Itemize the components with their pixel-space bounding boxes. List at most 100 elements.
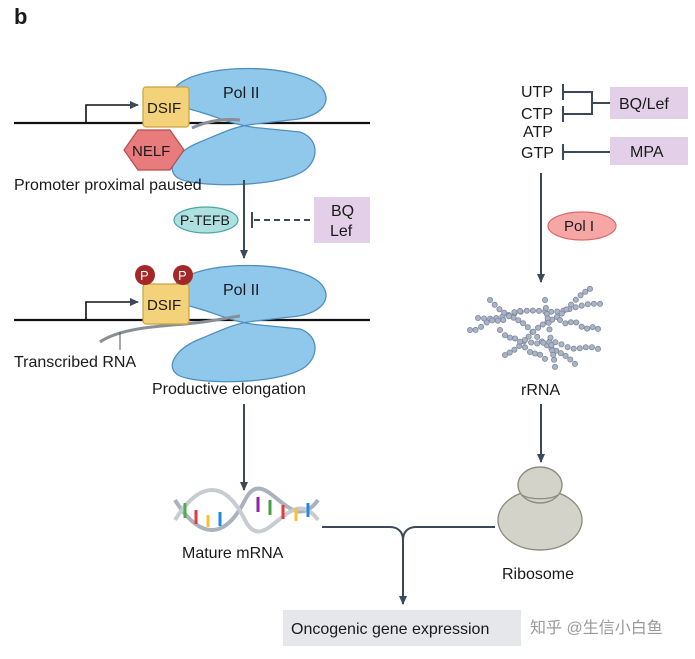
nascent-rna-paused xyxy=(191,118,241,130)
rrna-bead xyxy=(552,339,559,346)
rrna-bead xyxy=(563,306,570,313)
nucleotide-utp: UTP xyxy=(521,84,553,101)
rrna-bead xyxy=(523,307,530,314)
rrna-bead xyxy=(582,344,589,351)
bq-lef-box-right xyxy=(610,87,688,119)
rrna-bead xyxy=(524,324,531,331)
paused-complex: Pol II DSIF NELF xyxy=(14,67,370,186)
rrna-bead xyxy=(525,333,532,340)
phospho-circle-1 xyxy=(135,265,155,285)
mpa-box xyxy=(610,137,688,165)
rrna-bead xyxy=(501,332,508,339)
rrna-bead xyxy=(486,296,493,303)
rrna-bead xyxy=(489,317,496,324)
ribosome-caption: Ribosome xyxy=(502,566,574,583)
bq-lef-left-line2: Lef xyxy=(330,223,353,240)
dsif-elongating-box xyxy=(142,283,190,325)
rrna-bead xyxy=(589,324,596,331)
rrna-bead xyxy=(587,285,594,292)
rrna-bead xyxy=(572,360,579,367)
rrna-bead xyxy=(478,323,485,330)
dsif-paused-label: DSIF xyxy=(147,100,181,117)
rrna-bead xyxy=(517,307,524,314)
rrna-bead xyxy=(528,339,535,346)
rrna-bead xyxy=(572,296,579,303)
rrna-bead xyxy=(573,319,580,326)
rrna-bead xyxy=(595,325,602,332)
rrna-bead xyxy=(522,336,529,343)
bq-bracket xyxy=(563,91,610,115)
elongating-complex: Pol II DSIF P P xyxy=(14,264,370,383)
nucleotide-ctp: CTP xyxy=(521,106,553,123)
rrna-bead xyxy=(572,304,579,311)
rrna-bead xyxy=(505,313,512,320)
rrna-bead xyxy=(590,300,597,307)
panel-label: b xyxy=(14,4,27,29)
watermark: 知乎 @生信小白鱼 xyxy=(530,619,663,637)
rrna-bead xyxy=(501,351,508,358)
pol2-paused-label: Pol II xyxy=(223,85,259,102)
bq-lef-left-line1: BQ xyxy=(331,203,354,220)
rrna-bead xyxy=(567,356,574,363)
rrna-bead xyxy=(568,301,575,308)
rrna-bead xyxy=(577,292,584,299)
rrna-bead xyxy=(535,324,542,331)
tss-arrow xyxy=(85,101,139,123)
rrna-bead xyxy=(570,345,577,352)
converge-from-mrna xyxy=(322,526,404,541)
pol1-label: Pol I xyxy=(564,218,594,235)
ptefb-ellipse xyxy=(173,206,239,234)
pol2-elongating-shape xyxy=(168,264,327,383)
rrna-bead xyxy=(474,314,481,321)
rrna-bead xyxy=(522,344,529,351)
phospho-label-1: P xyxy=(140,268,149,283)
rrna-bead xyxy=(595,345,602,352)
ribosome-shape xyxy=(497,466,583,551)
rrna-bead xyxy=(466,326,473,333)
rrna-structure xyxy=(466,285,604,370)
rrna-bead xyxy=(506,334,513,341)
rrna-bead xyxy=(542,296,549,303)
rrna-bead xyxy=(491,301,498,308)
rrna-bead xyxy=(520,320,527,327)
nelf-label: NELF xyxy=(132,143,170,160)
rrna-bead xyxy=(534,333,541,340)
rrna-bead xyxy=(588,344,595,351)
rrna-bead xyxy=(529,307,536,314)
rrna-bead xyxy=(557,350,564,357)
rrna-bead xyxy=(540,339,547,346)
rrna-bead xyxy=(483,319,490,326)
rrna-bead xyxy=(472,326,479,333)
paused-caption: Promoter proximal paused xyxy=(14,177,202,194)
rrna-bead xyxy=(539,321,546,328)
nucleotide-gtp: GTP xyxy=(521,145,554,162)
dsif-elongating-label: DSIF xyxy=(147,297,181,314)
output-box xyxy=(283,610,521,646)
rrna-bead xyxy=(532,350,539,357)
tss-arrow-bottom xyxy=(85,298,139,320)
mrna-helix xyxy=(173,486,320,534)
rrna-bead xyxy=(496,326,503,333)
rrna-bead xyxy=(557,316,564,323)
rrna-bead xyxy=(578,302,585,309)
rrna-bead xyxy=(517,338,524,345)
ptefb-label: P-TEFB xyxy=(180,212,230,228)
mpa-label: MPA xyxy=(630,144,664,161)
bq-lef-right-label: BQ/Lef xyxy=(619,96,669,113)
rrna-bead xyxy=(584,301,591,308)
converge-from-ribosome xyxy=(402,526,495,541)
rrna-bead xyxy=(558,341,565,348)
phospho-label-2: P xyxy=(178,268,187,283)
rrna-bead xyxy=(548,342,555,349)
rrna-bead xyxy=(582,288,589,295)
elongation-caption: Productive elongation xyxy=(152,381,306,398)
rrna-bead xyxy=(500,316,507,323)
rrna-bead xyxy=(547,334,554,341)
rrna-bead xyxy=(542,304,549,311)
phospho-circle-2 xyxy=(173,265,193,285)
rrna-bead xyxy=(494,317,501,324)
rrna-bead xyxy=(534,340,541,347)
rrna-bead xyxy=(564,344,571,351)
rrna-bead xyxy=(562,352,569,359)
